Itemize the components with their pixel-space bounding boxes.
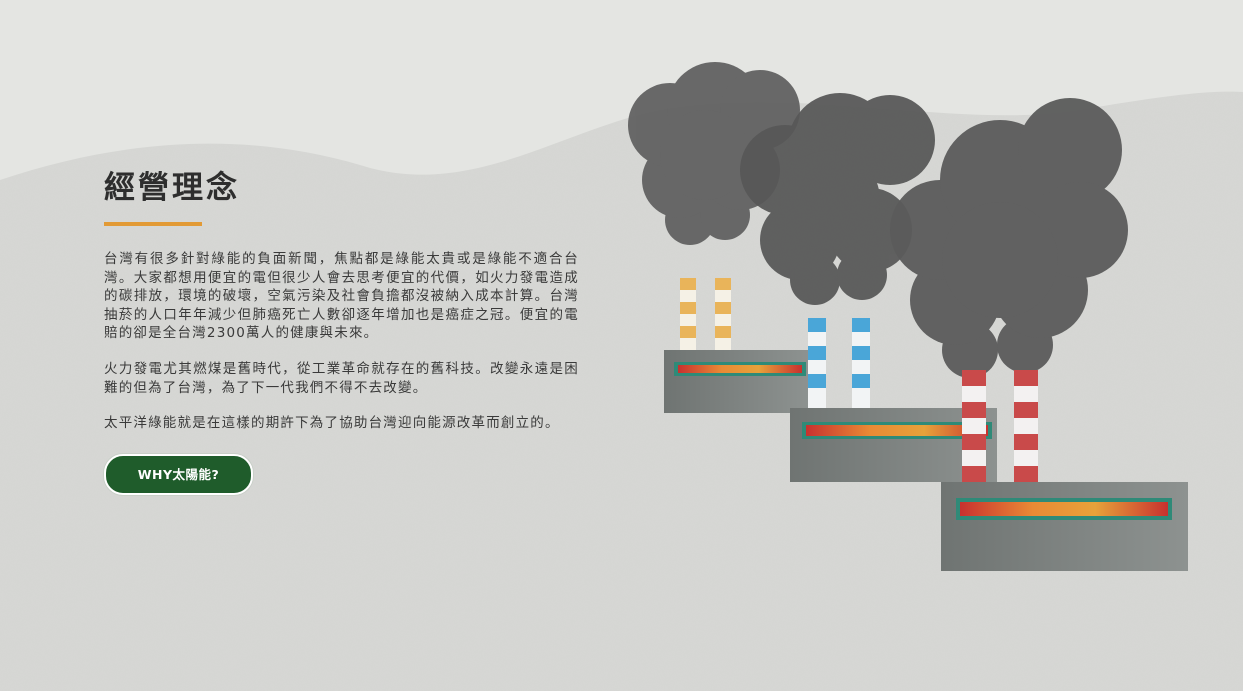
smoke-cloud-3	[890, 98, 1128, 378]
chimney-yellow-right	[715, 278, 731, 352]
paragraph-1: 台灣有很多針對綠能的負面新聞，焦點都是綠能太貴或是綠能不適合台灣。大家都想用便宜…	[104, 251, 579, 342]
factory-1	[628, 62, 809, 413]
chimney-blue-right	[852, 318, 870, 410]
factory-3	[890, 98, 1188, 571]
chimney-red-left	[962, 370, 986, 483]
paragraph-3: 太平洋綠能就是在這樣的期許下為了協助台灣迎向能源改革而創立的。	[104, 415, 560, 432]
power-plant-illustration	[628, 62, 1188, 571]
smoke-cloud-1	[628, 62, 800, 245]
paragraph-2: 火力發電尤其燃煤是舊時代，從工業革命就存在的舊科技。改變永遠是困難的但為了台灣，…	[104, 360, 579, 396]
chimney-yellow-left	[680, 278, 696, 352]
smoke-cloud-2	[740, 93, 935, 305]
chimney-red-right	[1014, 370, 1038, 483]
about-section: 經營理念 台灣有很多針對綠能的負面新聞，焦點都是綠能太貴或是綠能不適合台灣。大家…	[104, 168, 579, 495]
title-underline	[104, 222, 202, 226]
section-title: 經營理念	[104, 170, 240, 206]
why-solar-button[interactable]: WHY太陽能?	[104, 453, 253, 495]
chimney-blue-left	[808, 318, 826, 410]
